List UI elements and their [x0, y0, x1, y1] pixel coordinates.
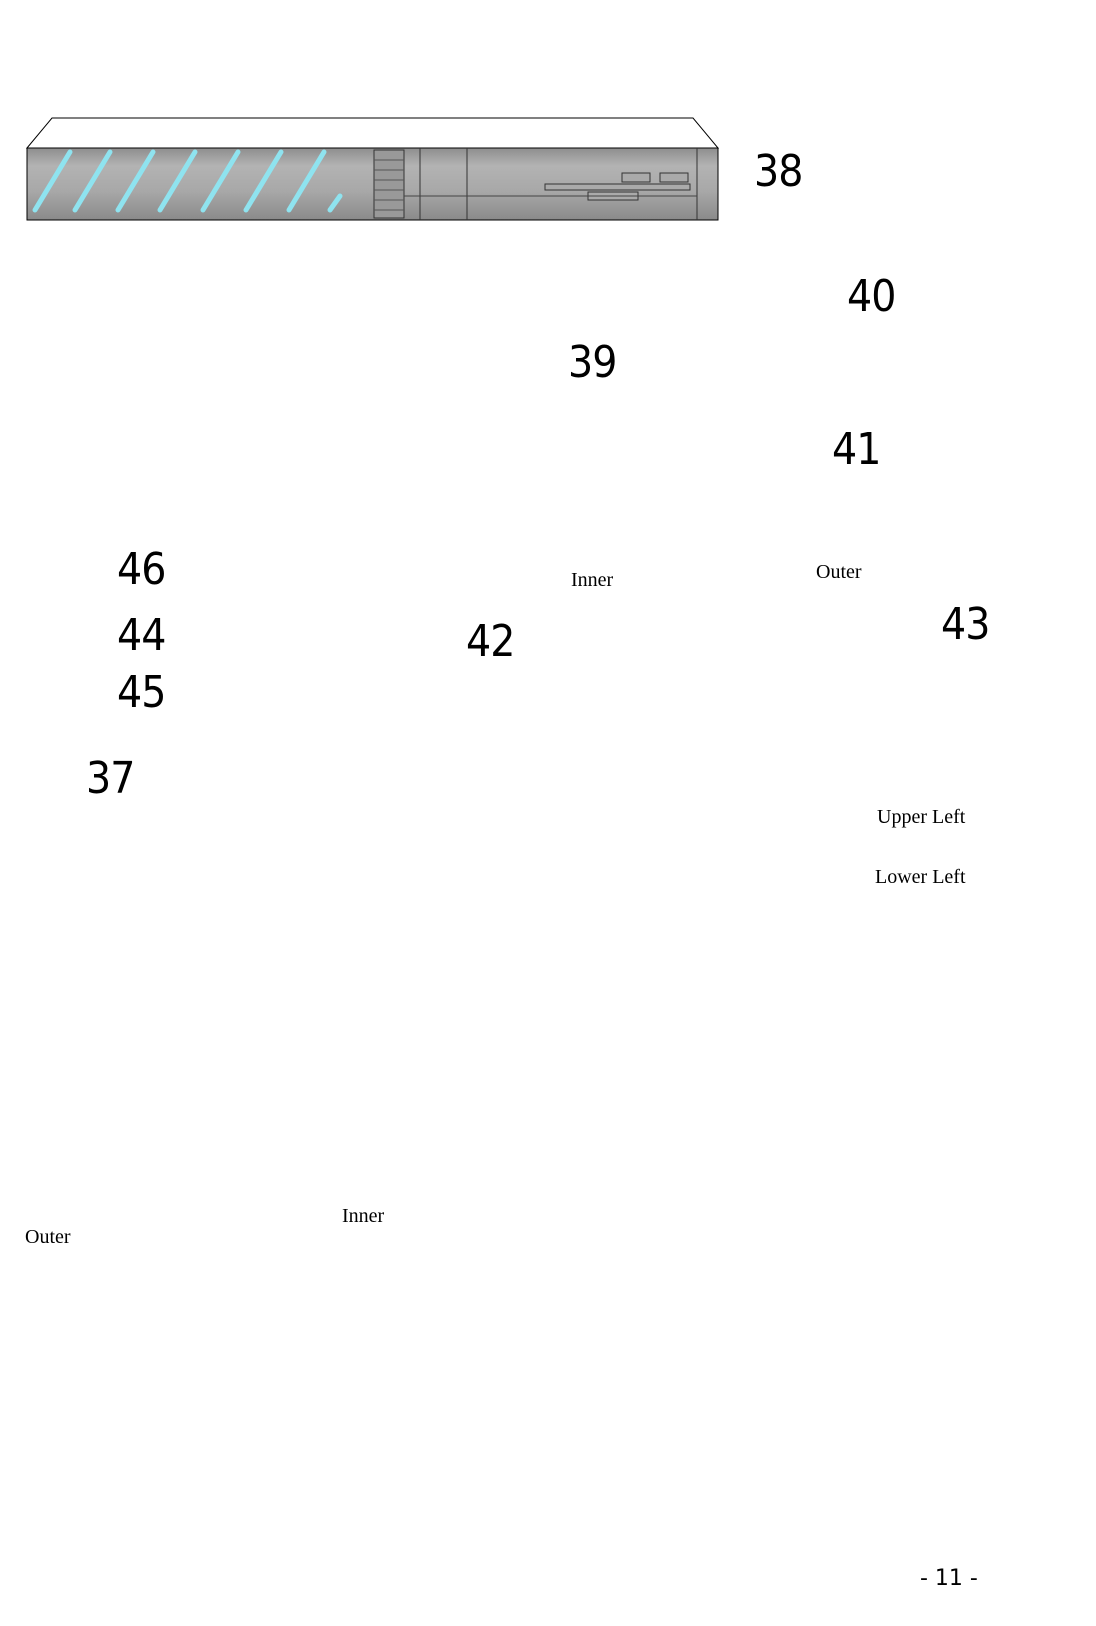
- inner-label-bottom: Inner: [342, 1205, 385, 1227]
- part-38-strip: [25, 117, 720, 221]
- part-number-42: 42: [466, 616, 515, 667]
- cyan-stripes: [32, 149, 343, 213]
- part-number-37: 37: [86, 753, 136, 804]
- outer-label-top: Outer: [816, 561, 862, 583]
- inner-label-top: Inner: [571, 569, 614, 591]
- part-number-44: 44: [117, 610, 167, 661]
- part-number-43: 43: [941, 599, 990, 650]
- upper-left-label: Upper Left: [877, 806, 966, 828]
- page-number: - 11 -: [920, 1566, 978, 1591]
- part-number-40: 40: [847, 271, 896, 322]
- part-number-38: 38: [754, 146, 803, 197]
- part-number-45: 45: [117, 667, 167, 718]
- part-number-39: 39: [568, 337, 617, 388]
- part-number-41: 41: [832, 424, 881, 475]
- outer-label-bottom: Outer: [25, 1226, 71, 1248]
- lower-left-label: Lower Left: [875, 866, 966, 888]
- part-number-46: 46: [117, 544, 167, 595]
